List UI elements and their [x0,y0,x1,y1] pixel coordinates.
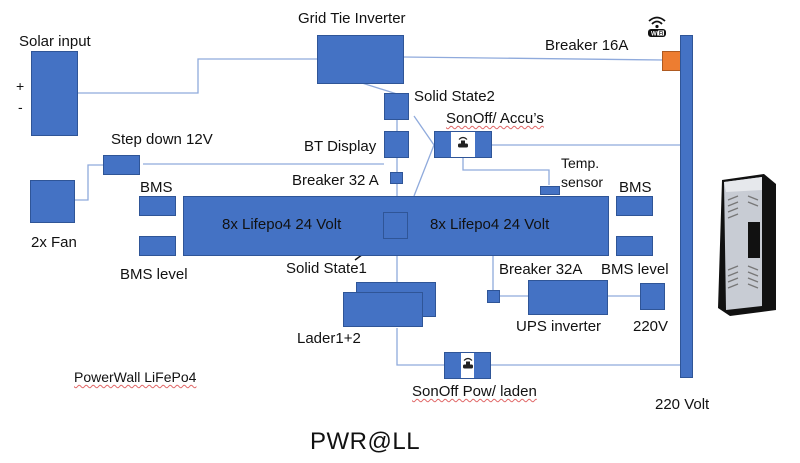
minus-label: - [18,99,23,115]
svg-text:Fi: Fi [659,31,664,37]
sonoff-pow-switch[interactable] [444,352,491,379]
svg-text:Wi: Wi [651,32,659,38]
subtitle: PowerWall LiFePo4 [74,370,196,384]
battery-right-label: 8x Lifepo4 24 Volt [430,216,550,233]
solar-input-label: Solar input [19,33,91,50]
wifi-plug-icon [457,135,469,154]
temp-sensor[interactable] [540,186,560,195]
fan[interactable] [30,180,75,223]
bms-level-left-label: BMS level [120,266,188,283]
plus-label: + [16,78,25,94]
wire-ss2-sonoff [413,115,435,146]
solar-input-panel[interactable] [31,51,78,136]
solid-state1-label: Solid State1 [286,260,367,277]
bms-left[interactable] [139,196,176,216]
wire-gti-breaker16 [402,56,665,61]
grid-tie-inverter-label: Grid Tie Inverter [298,10,406,27]
grid-tie-inverter[interactable] [317,35,404,84]
breaker-32a-bottom-label: Breaker 32A [499,261,583,278]
solid-state2-label: Solid State2 [414,88,495,105]
wire-lader-sonoffpow [396,328,444,366]
server-rack-icon [710,170,780,318]
ups-inverter-label: UPS inverter [516,318,602,335]
bus-220v-label: 220 Volt [655,396,710,413]
temp-sensor-label-1: Temp. [561,155,600,171]
bms-level-left[interactable] [139,236,176,256]
output-220v[interactable] [640,283,665,310]
bt-display-label: BT Display [304,138,377,155]
breaker-32a-bottom[interactable] [487,290,500,303]
bus-220v[interactable] [680,35,693,378]
wire-sonoff-battery [413,144,435,197]
wifi-icon: Wi Fi [645,14,669,40]
diagram-title: PWR@LL [310,428,421,455]
wire-gti-ss2 [361,82,398,95]
step-down-converter[interactable] [103,155,140,175]
temp-sensor-label-2: sensor [561,174,604,190]
step-down-label: Step down 12V [111,131,213,148]
breaker-16a[interactable] [662,51,681,71]
fan-label: 2x Fan [31,234,77,251]
bt-display[interactable] [384,131,409,158]
sonoff-accu-switch[interactable] [434,131,492,158]
sonoff-pow-label: SonOff Pow/ laden [412,383,537,400]
breaker-16a-label: Breaker 16A [545,37,629,54]
bms-right-label: BMS [619,179,652,196]
bms-right[interactable] [616,196,653,216]
ups-inverter[interactable] [528,280,608,315]
solid-state1[interactable] [383,212,408,239]
battery-left-label: 8x Lifepo4 24 Volt [222,216,342,233]
sonoff-accu-label: SonOff/ Accu’s [446,110,544,127]
lader-label: Lader1+2 [297,330,361,347]
breaker-32a-top-label: Breaker 32 A [292,172,379,189]
bms-level-right-label: BMS level [601,261,669,278]
wifi-plug-icon [462,356,474,375]
solid-state2[interactable] [384,93,409,120]
bms-left-label: BMS [140,179,173,196]
output-220v-label: 220V [633,318,669,335]
wire-solar-gti [77,58,318,94]
breaker-32a-top[interactable] [390,172,403,184]
bms-level-right[interactable] [616,236,653,256]
lader-1[interactable] [343,292,423,327]
subtitle-text: PowerWall LiFePo4 [74,369,197,385]
wire-stepdown-fan [74,164,103,201]
wire-sonoff-temp [462,158,550,185]
